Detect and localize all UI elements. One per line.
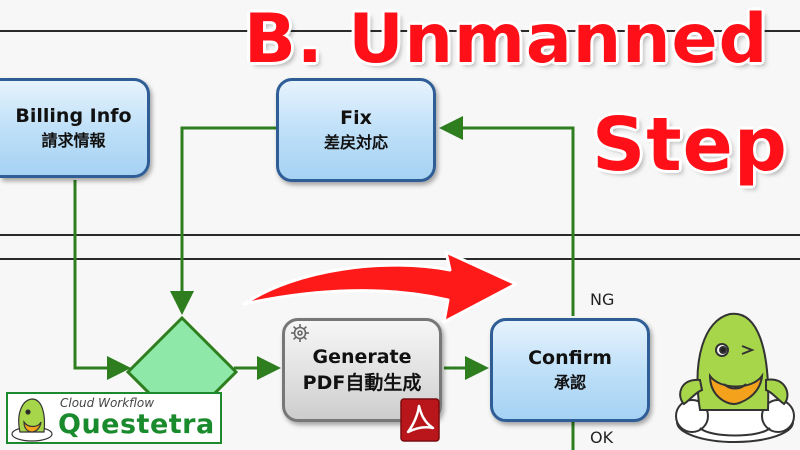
swimlane-border-mid-1 — [0, 234, 800, 236]
flow-fix-to-gateway — [170, 126, 276, 315]
big-red-arrow — [242, 250, 518, 324]
flow-label-ng: NG — [590, 290, 615, 309]
swimlane-border-top — [0, 30, 800, 32]
task-fix-title: Fix — [340, 107, 372, 129]
task-fix[interactable]: Fix 差戻対応 — [276, 78, 436, 182]
task-confirm-title: Confirm — [528, 347, 612, 369]
gear-icon — [291, 324, 309, 342]
flow-label-ok: OK — [590, 428, 614, 447]
task-generate-title: Generate — [312, 346, 412, 368]
logo-mascot-icon — [11, 398, 53, 442]
task-billing-info[interactable]: Billing Info 請求情報 — [0, 78, 150, 178]
task-confirm-subtitle: 承認 — [553, 373, 586, 392]
task-generate-subtitle: PDF自動生成 — [302, 372, 422, 394]
logo-name: Questetra — [58, 409, 215, 440]
task-confirm[interactable]: Confirm 承認 — [490, 318, 650, 422]
task-fix-subtitle: 差戻対応 — [323, 133, 388, 152]
swimlane-border-mid-2 — [0, 258, 800, 260]
headline-line-2: Step — [592, 102, 788, 188]
task-billing-info-title: Billing Info — [15, 105, 132, 127]
headline-line-1: B. Unmanned — [244, 0, 769, 79]
questetra-logo: Cloud Workflow Questetra — [6, 392, 222, 444]
flow-confirm-ng-to-fix — [439, 116, 575, 316]
task-billing-info-subtitle: 請求情報 — [41, 131, 106, 150]
pdf-icon — [400, 398, 440, 442]
logo-tagline: Cloud Workflow — [60, 396, 155, 410]
mascot — [675, 312, 795, 443]
flow-billing-to-gateway — [73, 180, 131, 380]
